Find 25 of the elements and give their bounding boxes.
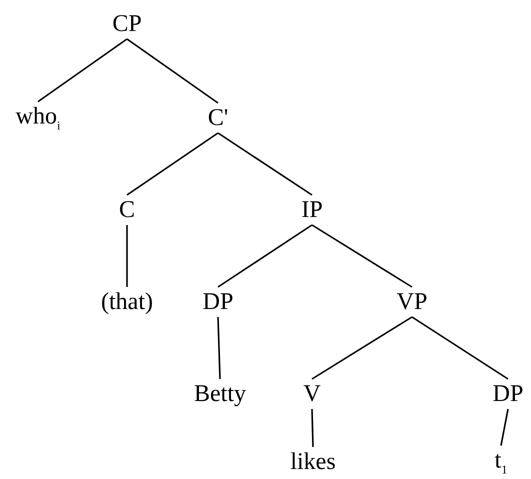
tree-node-label: likes [290, 450, 336, 474]
tree-branch-line [38, 38, 128, 102]
tree-branch-line [217, 316, 221, 380]
tree-node-label: DP [492, 382, 524, 406]
tree-node-label: Betty [194, 382, 246, 406]
tree-branch-line [311, 408, 314, 448]
tree-branch-line [312, 224, 412, 288]
tree-node-label: (that) [101, 290, 153, 314]
tree-branch-line [126, 132, 218, 196]
tree-branch-line [218, 224, 312, 288]
tree-branch-line [312, 316, 412, 380]
tree-node-label: t$_{1}$ [494, 448, 508, 476]
tree-node-label: DP [202, 290, 234, 314]
tree-branch-line [500, 408, 509, 446]
tree-node-label: C [119, 198, 135, 222]
tree-node-label: who$_{i}$ [16, 104, 60, 132]
tree-node-label: CP [112, 12, 142, 36]
tree-branch-line [126, 38, 218, 104]
tree-node-label: VP [396, 290, 428, 314]
tree-node-label: C' [208, 106, 228, 130]
tree-branch-line [412, 316, 508, 380]
tree-branch-line [218, 132, 312, 196]
tree-node-label: V [303, 382, 321, 406]
tree-node-label: IP [301, 198, 323, 222]
tree-branch-line [126, 225, 128, 287]
